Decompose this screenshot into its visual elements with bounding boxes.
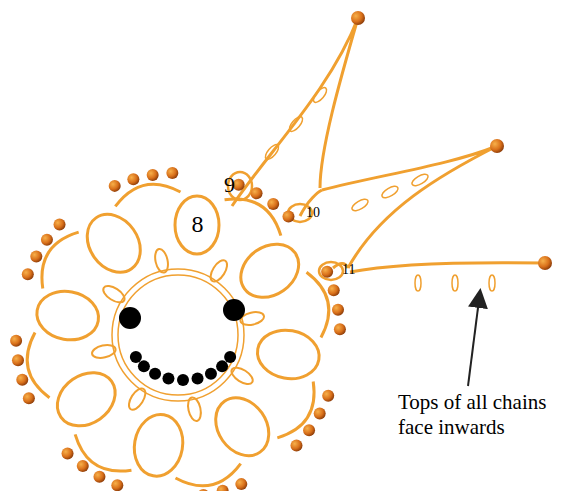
bead	[322, 390, 334, 402]
center-ring	[118, 275, 238, 395]
callout-number: 10	[306, 205, 320, 221]
smile-dot	[177, 374, 189, 386]
bead	[41, 234, 53, 246]
bead	[22, 268, 34, 280]
bead	[54, 219, 66, 231]
chain	[115, 184, 180, 206]
note: Tops of all chains face inwards	[398, 390, 563, 440]
ring: 8	[173, 194, 221, 256]
bead	[166, 167, 178, 179]
bead	[303, 424, 315, 436]
bead	[251, 187, 263, 199]
bead	[267, 198, 279, 210]
small-ring	[153, 248, 170, 274]
bead	[290, 439, 302, 451]
ring-number: 8	[173, 210, 221, 238]
bead	[314, 408, 326, 420]
small-ring	[126, 386, 149, 413]
small-ring	[207, 258, 230, 285]
bead	[197, 489, 209, 491]
smile-dot	[138, 360, 150, 372]
chain	[27, 333, 49, 398]
bead	[321, 266, 333, 278]
small-ring	[186, 396, 203, 422]
bead	[23, 392, 35, 404]
ring	[130, 411, 188, 480]
smile-dot	[162, 372, 174, 384]
ring	[231, 233, 309, 308]
center-ring	[112, 269, 244, 401]
bead	[328, 284, 340, 296]
small-ring	[229, 364, 256, 387]
bead	[235, 478, 247, 490]
ring	[254, 325, 323, 383]
ring	[33, 287, 102, 345]
chain	[307, 272, 329, 337]
bead	[10, 335, 22, 347]
smile-dot	[224, 351, 236, 363]
bead	[111, 479, 123, 491]
smile-dot	[205, 368, 217, 380]
small-ring	[91, 343, 117, 360]
smile-dot	[192, 372, 204, 384]
callout-number: 11	[342, 262, 355, 278]
bead	[62, 447, 74, 459]
smile-dot	[149, 368, 161, 380]
bead	[12, 354, 24, 366]
chain	[176, 464, 241, 486]
bead	[332, 304, 344, 316]
smile-dot	[216, 360, 228, 372]
picot-beads	[10, 167, 346, 491]
bead	[109, 180, 121, 192]
chain	[277, 382, 314, 438]
chain	[42, 232, 79, 288]
ring	[205, 388, 280, 466]
small-ring	[101, 283, 128, 306]
chain	[75, 434, 131, 471]
ring	[76, 204, 151, 282]
callout-number: 9	[224, 172, 235, 198]
bead	[217, 485, 229, 491]
bead	[93, 471, 105, 483]
bead	[127, 173, 139, 185]
bead	[16, 374, 28, 386]
bead	[147, 169, 159, 181]
bead	[30, 250, 42, 262]
bead	[282, 211, 294, 223]
bead	[334, 323, 346, 335]
bead	[77, 460, 89, 472]
ring	[47, 362, 125, 437]
smile-dot	[130, 351, 142, 363]
